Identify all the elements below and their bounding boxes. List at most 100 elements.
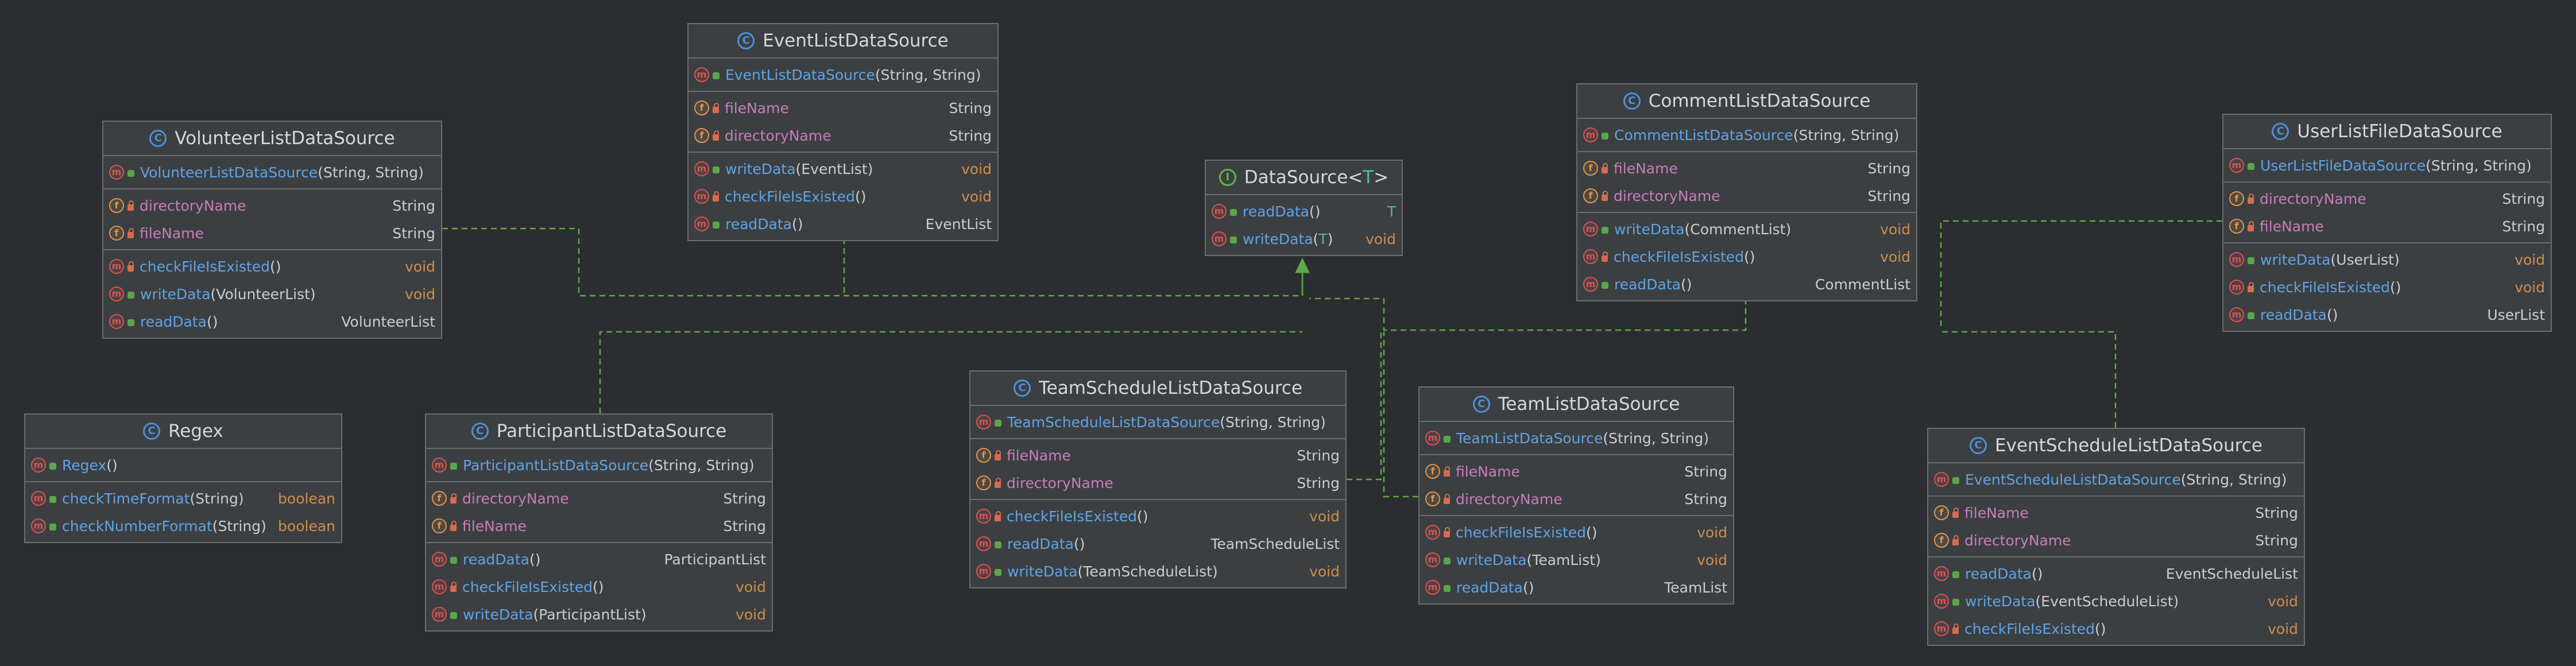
- method-name: EventListDataSource: [725, 66, 875, 83]
- private-lock-icon: [1444, 493, 1450, 504]
- return-type: void: [1880, 248, 1910, 265]
- field-type: String: [1684, 490, 1727, 508]
- method-icon: m: [2229, 158, 2244, 173]
- return-type: void: [405, 285, 435, 303]
- method-row[interactable]: m readData() T: [1206, 198, 1402, 225]
- private-lock-icon: [1444, 466, 1450, 477]
- method-name: writeData: [1965, 593, 2036, 610]
- method-name: writeData: [1614, 220, 1685, 238]
- method-icon: m: [1583, 127, 1598, 142]
- field-icon: f: [1934, 533, 1949, 548]
- method-icon: m: [1934, 472, 1949, 487]
- method-row[interactable]: m writeData(T) void: [1206, 225, 1402, 253]
- private-lock-icon: [450, 493, 457, 504]
- field-name: directoryName: [140, 197, 246, 214]
- return-type: boolean: [278, 490, 335, 507]
- method-params: (): [270, 258, 281, 275]
- public-icon: [1952, 477, 1959, 484]
- method-name: EventScheduleListDataSource: [1965, 471, 2181, 488]
- method-name: readData: [1007, 535, 1074, 552]
- method-params: (UserList): [2330, 251, 2400, 268]
- class-name: EventScheduleListDataSource: [1995, 435, 2262, 456]
- class-icon: C: [1013, 380, 1031, 397]
- method-section: m readData() T m writeData(T) void: [1206, 195, 1402, 255]
- public-icon: [1444, 436, 1451, 443]
- interface-datasource[interactable]: I DataSource<T> m readData() T m writeDa…: [1205, 160, 1403, 256]
- method-params: (): [1586, 524, 1598, 541]
- method-icon: m: [1934, 594, 1949, 609]
- private-lock-icon: [713, 102, 719, 113]
- method-icon: m: [1583, 249, 1598, 264]
- method-name: readData: [140, 313, 207, 330]
- method-name: writeData: [2260, 251, 2331, 268]
- field-icon: f: [2229, 191, 2244, 206]
- field-type: String: [392, 224, 435, 242]
- method-name: UserListFileDataSource: [2260, 157, 2426, 174]
- field-type: String: [2255, 532, 2298, 549]
- method-name: writeData: [725, 160, 796, 177]
